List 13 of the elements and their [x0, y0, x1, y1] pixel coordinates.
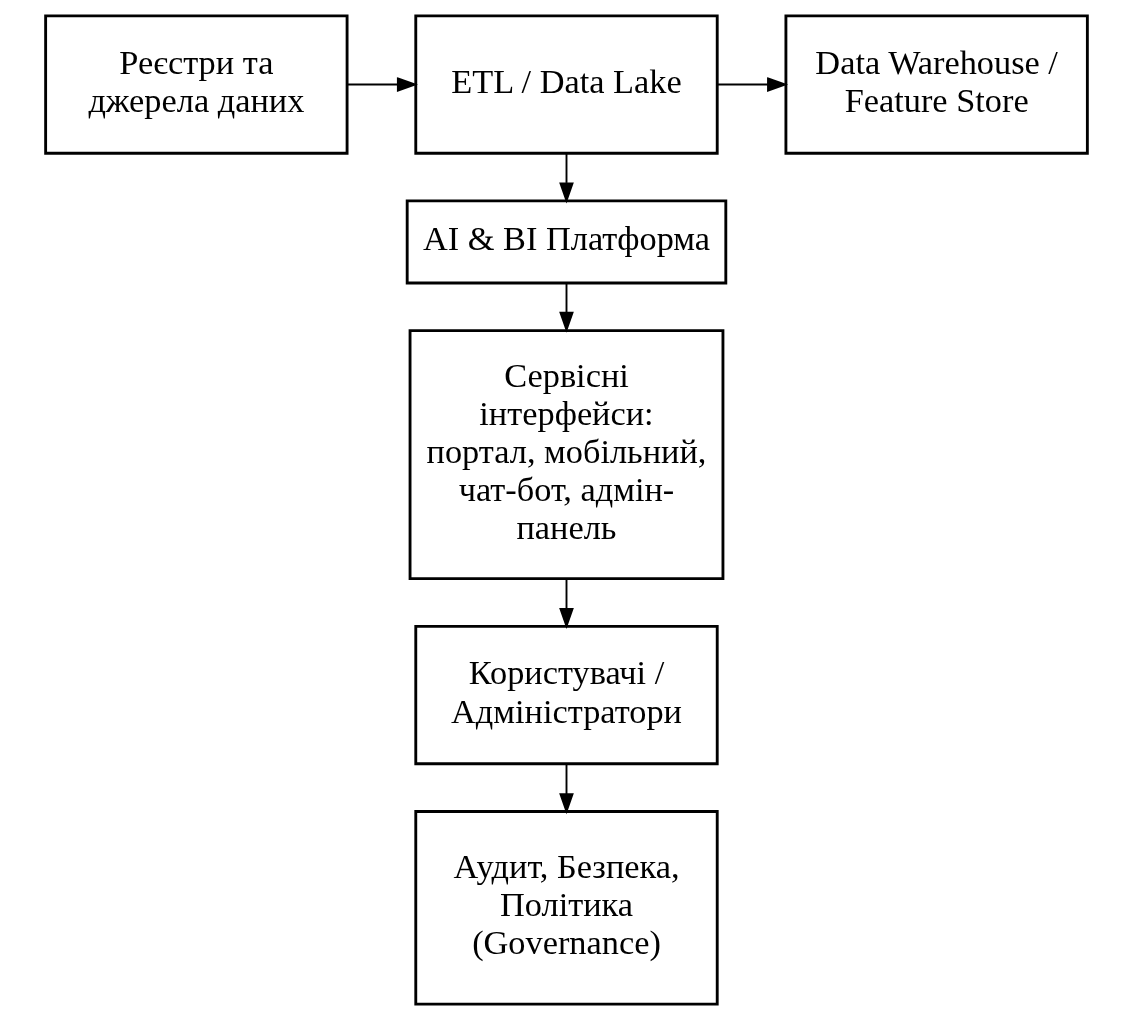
- node-box: Користувачі / Адміністратори: [414, 624, 719, 766]
- arrow: [559, 578, 574, 630]
- arrow: [559, 282, 574, 333]
- node-box: Реєстри та джерела даних: [44, 14, 349, 155]
- arrow: [559, 152, 574, 204]
- node-box: Data Warehouse / Feature Store: [784, 14, 1089, 155]
- arrow: [559, 763, 574, 815]
- node-box: Аудит, Безпека, Політика (Governance): [414, 810, 719, 1006]
- node-box: ETL / Data Lake: [414, 14, 719, 155]
- arrow: [716, 77, 789, 92]
- node-box: Сервісні інтерфейси: портал, мобільний, чат-бот, адмін-панель: [408, 329, 725, 581]
- arrow: [346, 77, 418, 92]
- node-box: AI & BI Платформа: [405, 199, 728, 285]
